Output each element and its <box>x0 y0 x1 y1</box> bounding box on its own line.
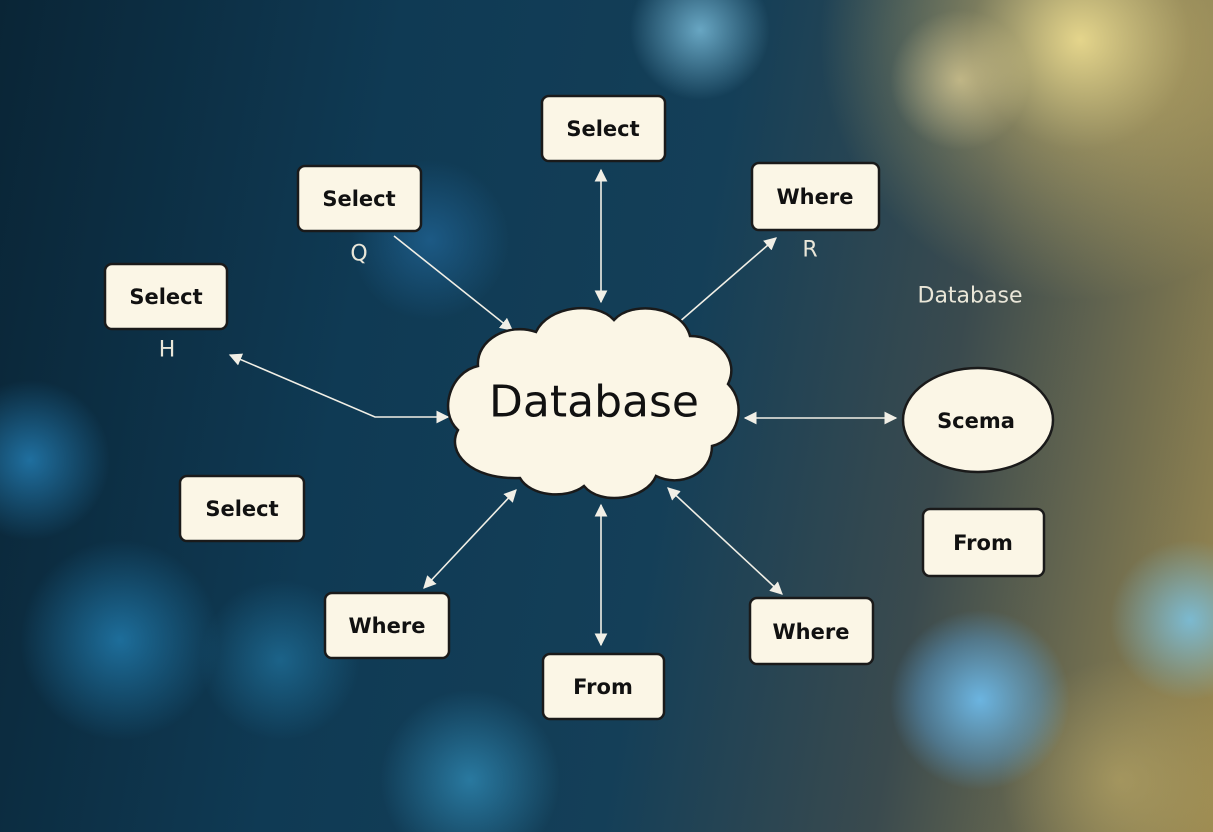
node-select-lower-left: Select <box>178 474 306 543</box>
node-label: Select <box>566 117 639 141</box>
node-label: Where <box>773 620 850 644</box>
label-database: Database <box>918 284 1023 309</box>
label-q: Q <box>350 242 367 267</box>
edge-database-where-lower-left <box>423 489 517 589</box>
node-label: Select <box>205 497 278 521</box>
edge-select-left-database <box>228 353 450 424</box>
label-r: R <box>802 238 817 263</box>
node-label: From <box>953 531 1013 555</box>
edges <box>228 168 898 647</box>
label-h: H <box>159 338 176 363</box>
edge-database-where-lower-right <box>667 487 783 595</box>
node-select-left: Select <box>103 262 229 331</box>
node-where-lower-left: Where <box>323 591 451 660</box>
database-cloud-node: Database <box>446 306 740 500</box>
node-from-bottom: From <box>541 652 666 721</box>
node-label: Where <box>349 614 426 638</box>
node-from-right: From <box>921 507 1046 578</box>
node-select-upper-left: Select <box>296 164 423 233</box>
node-where-upper-right: Where <box>750 161 881 232</box>
node-label: Where <box>777 185 854 209</box>
node-label: Select <box>129 285 202 309</box>
node-schema: Scema <box>901 366 1055 474</box>
node-label: Select <box>322 187 395 211</box>
edge-database-where-upper-right <box>669 237 777 331</box>
database-center-label: Database <box>489 377 699 428</box>
node-select-top: Select <box>540 94 667 163</box>
node-where-lower-right: Where <box>748 596 875 666</box>
cloud-icon <box>446 306 740 500</box>
edge-select-upper-left-database <box>393 235 514 331</box>
node-label: Scema <box>937 409 1015 433</box>
node-label: From <box>573 675 633 699</box>
